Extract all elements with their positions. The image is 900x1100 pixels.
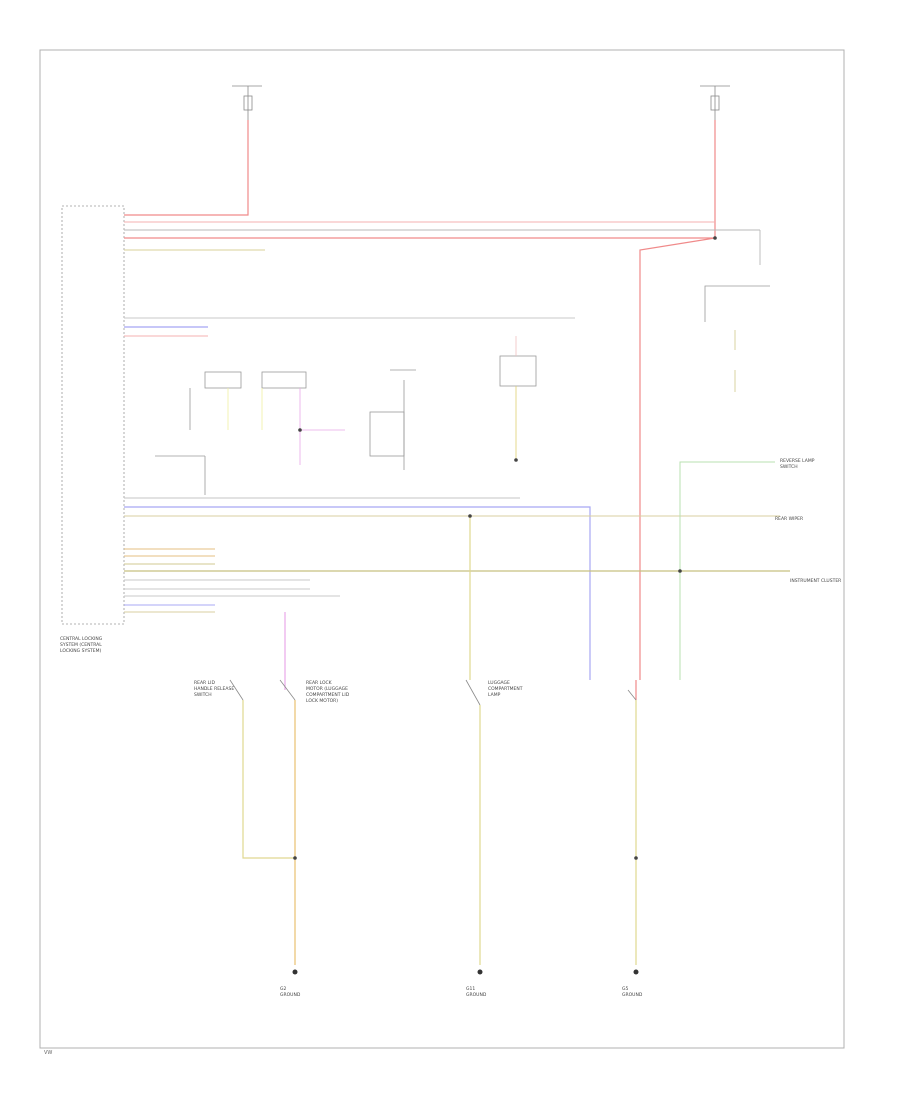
label-rear-wiper: REAR WIPER <box>775 516 803 522</box>
middle-connector-rows <box>124 317 575 337</box>
label-rear-lid-switch: REAR LID HANDLE RELEASE SWITCH <box>194 680 236 698</box>
label-instrument-cluster: INSTRUMENT CLUSTER <box>790 578 841 584</box>
label-ground-left: G2 GROUND <box>280 986 301 998</box>
diagram-frame <box>39 49 845 1049</box>
switch-symbols <box>229 679 637 706</box>
wire-blue <box>124 506 591 680</box>
label-luggage-lamp: LUGGAGE COMPARTMENT LAMP <box>488 680 524 698</box>
fuse-left <box>232 85 262 120</box>
center-components <box>155 336 537 495</box>
label-ground-right: G5 GROUND <box>622 986 643 998</box>
footer-code: VW <box>44 1050 52 1056</box>
ground-terminals <box>292 969 639 975</box>
control-module-box <box>61 205 125 625</box>
junction-dots <box>293 236 717 860</box>
label-ground-center: G11 GROUND <box>466 986 487 998</box>
label-central-locking: CENTRAL LOCKING SYSTEM (CENTRAL LOCKING … <box>60 636 104 654</box>
vertical-drops <box>242 516 637 965</box>
relay-right <box>704 285 770 392</box>
fuse-right <box>700 85 730 120</box>
wire-green <box>679 461 775 680</box>
label-reverse-lamp: REVERSE LAMP SWITCH <box>780 458 816 470</box>
label-rear-lock-motor: REAR LOCK MOTOR (LUGGAGE COMPARTMENT LID… <box>306 680 351 704</box>
